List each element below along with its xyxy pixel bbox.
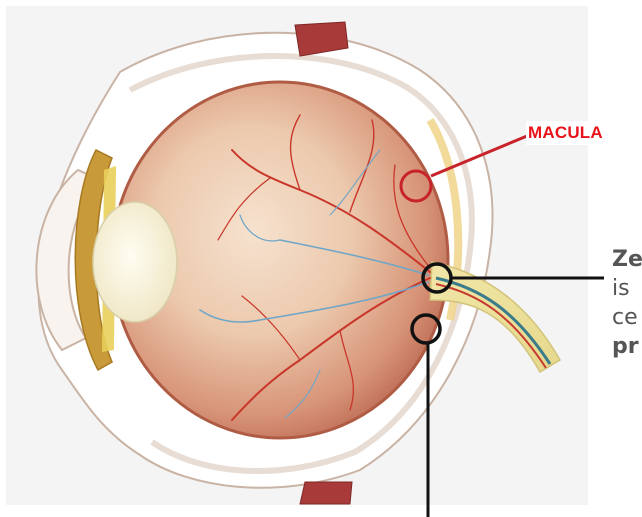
macula-label: MACULA xyxy=(526,121,607,145)
callout-line-3: ce xyxy=(612,303,642,332)
callout-line-2: is xyxy=(612,274,642,303)
muscle-bottom xyxy=(300,482,352,504)
callout-text-truncated: Ze is ce pr xyxy=(612,245,642,361)
callout-line-4: pr xyxy=(612,332,642,361)
lens xyxy=(93,202,177,322)
callout-line-1: Ze xyxy=(612,245,642,274)
